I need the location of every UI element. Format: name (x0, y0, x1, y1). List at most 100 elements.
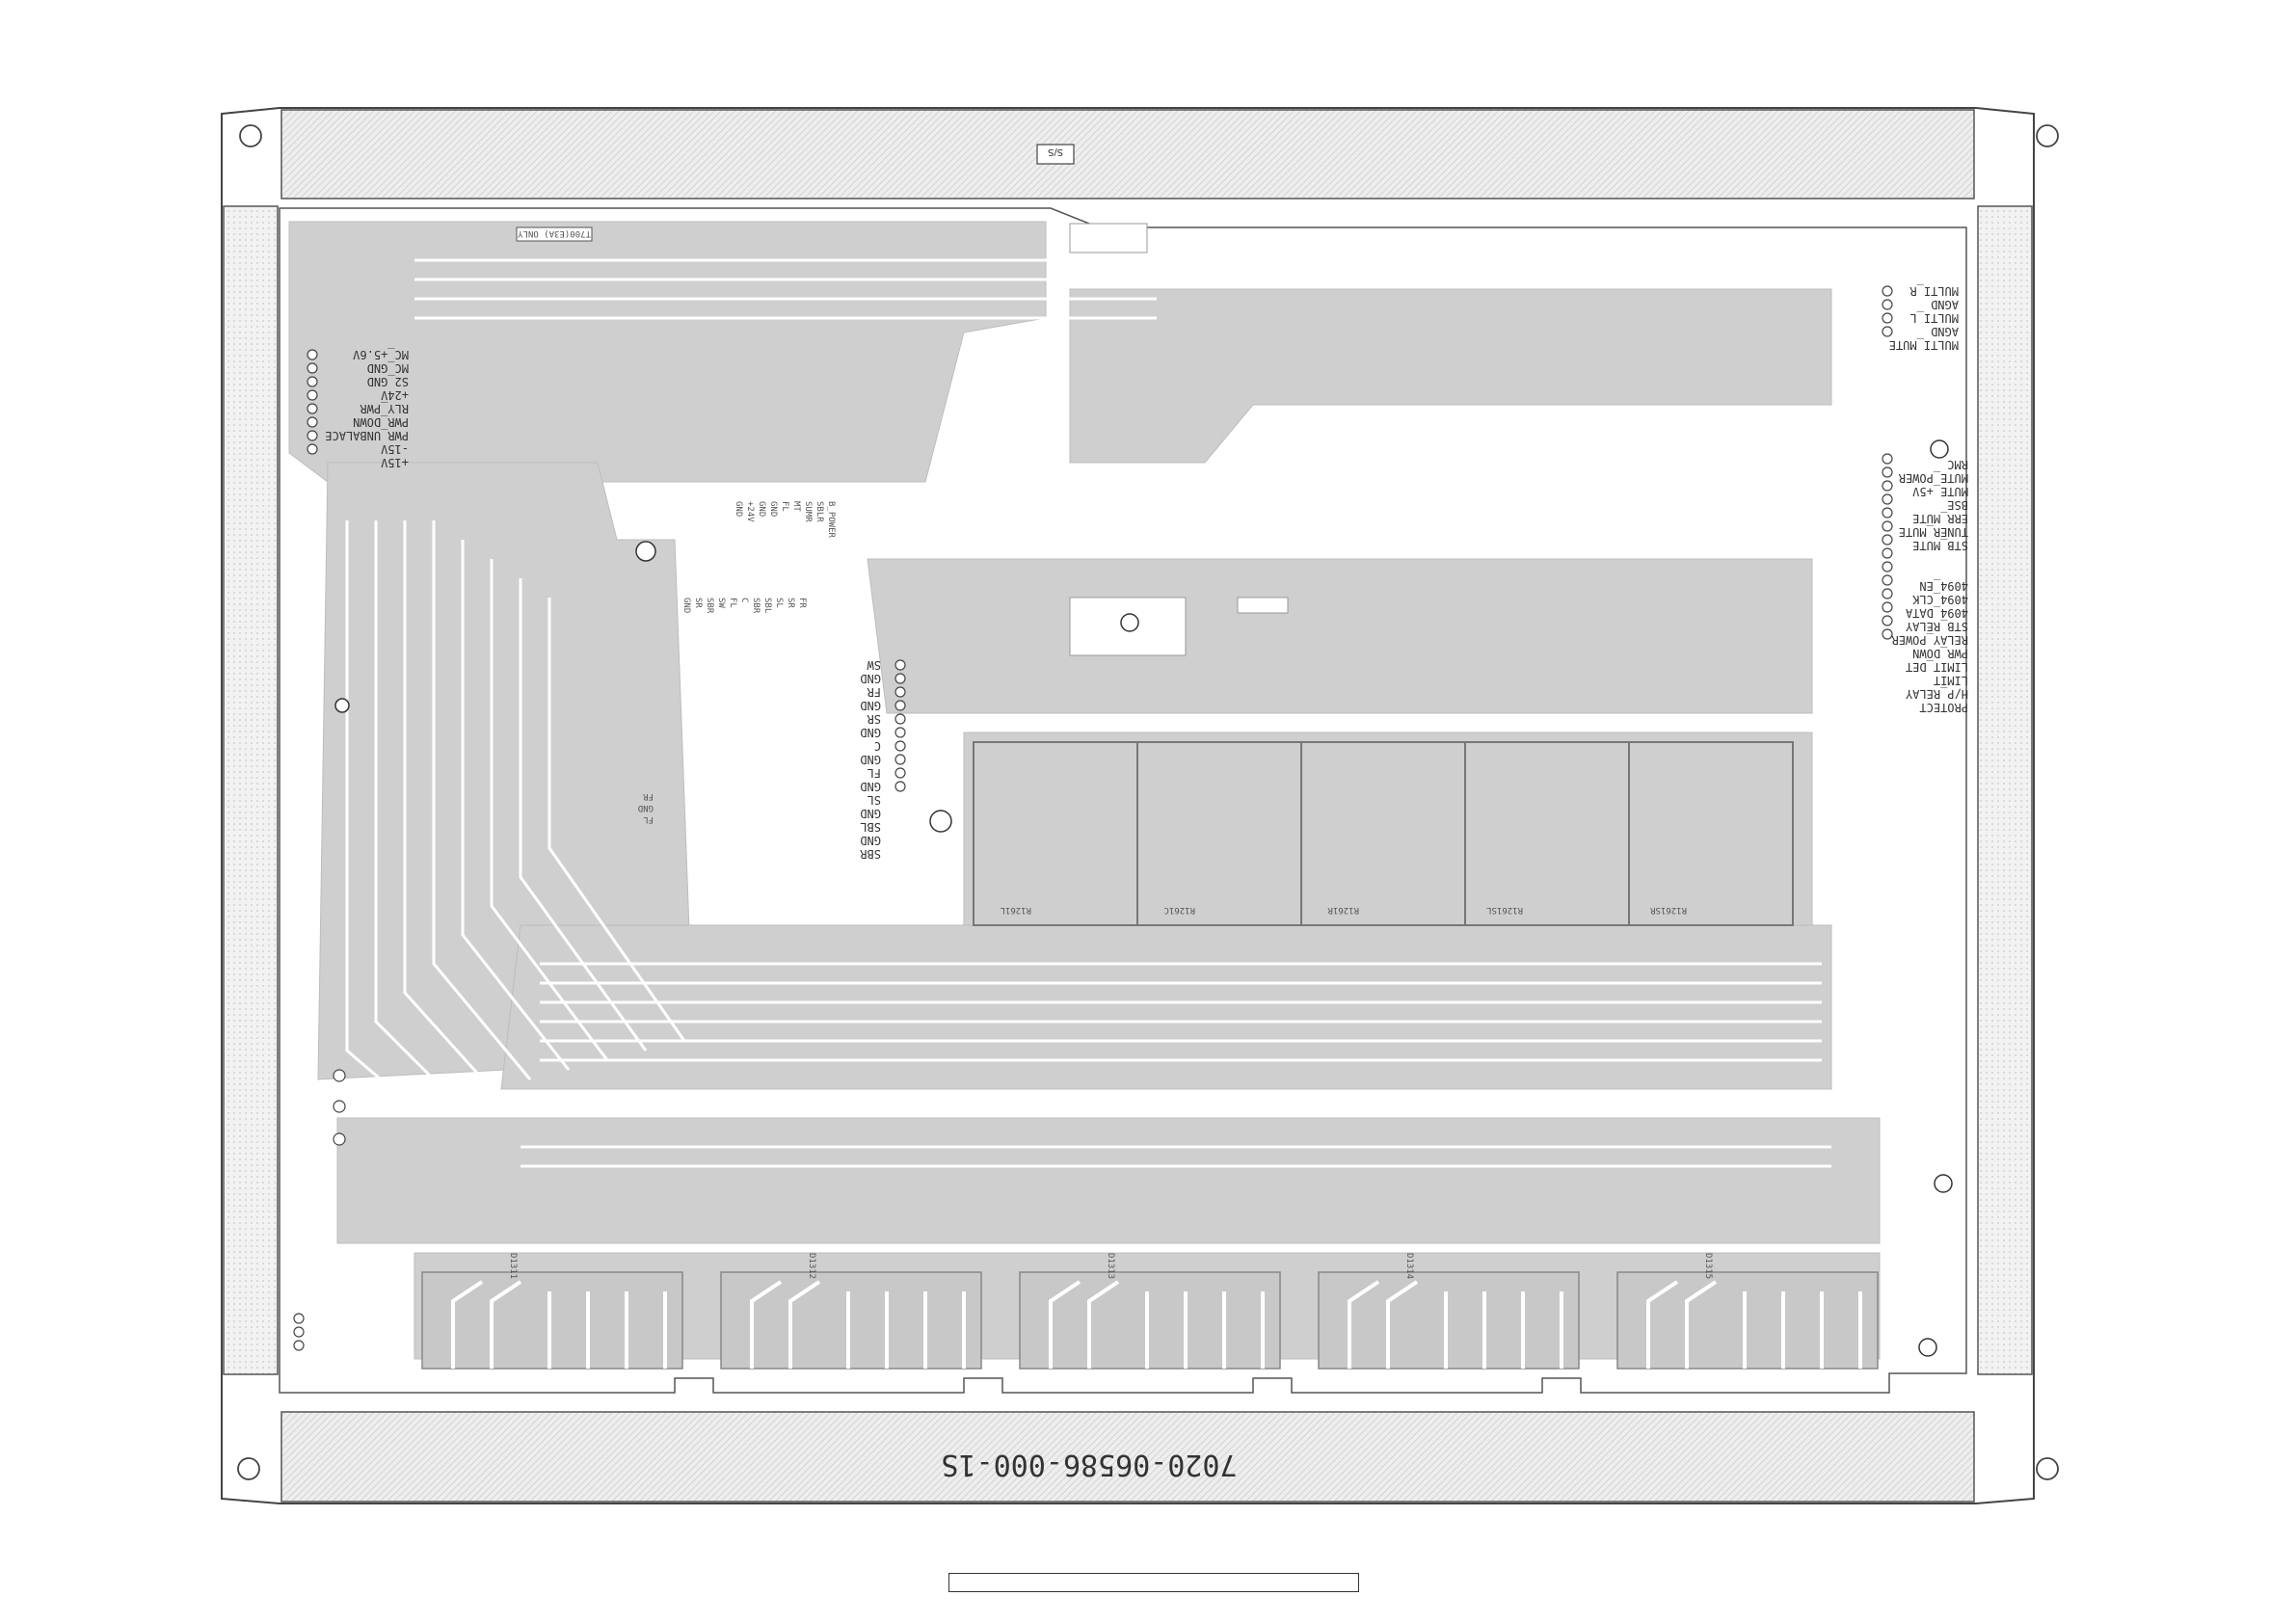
right-mid-labels: 4094_EN 4094_CLK 4094_DATA STB_RELAY REL… (1891, 579, 1968, 714)
ref-out-3: D1313 (1106, 1253, 1115, 1279)
label-ch-c: C (874, 739, 881, 753)
label-um-c: C (739, 598, 749, 602)
label-ch-sbr: SBR (860, 847, 881, 861)
label-24v-top: +24V (745, 501, 755, 522)
left-mid-labels: FR GND FL (638, 791, 654, 824)
label-4094-en: 4094_EN (1919, 579, 1968, 593)
label-err-mute: ERR_MUTE (1912, 512, 1968, 525)
trace-bus-left (345, 520, 686, 1110)
label-ch-fr: FR (867, 685, 881, 699)
label-minus-15v: -15V (381, 442, 409, 456)
pad-columns (293, 285, 1893, 1351)
label-lm-fl: FL (643, 814, 654, 824)
label-agnd-1: AGND (1931, 298, 1959, 311)
output-ref-labels: D1311 D1312 D1313 D1314 D1315 (508, 1253, 1713, 1279)
label-hp-relay: H/P_RELAY (1905, 687, 1968, 701)
label-pwr-down: PWR_DOWN (353, 415, 409, 429)
label-um-sw: SW (716, 598, 726, 608)
trace-bus-horizontal (414, 258, 1831, 1168)
label-limit: LIMIT (1934, 674, 1968, 687)
label-protect: PROTECT (1919, 701, 1968, 714)
label-sumr: SUMR (803, 501, 813, 522)
label-b-power: B_POWER (826, 501, 836, 539)
ref-amp-l: R1261L (1000, 905, 1031, 915)
label-tuner-mute: TUNER_MUTE (1899, 525, 1968, 539)
label-mt: MT (791, 501, 801, 512)
label-rmc: RMC (1947, 458, 1968, 471)
label-um-sbr-2: SBR (705, 598, 714, 614)
silk-tag-box (1036, 144, 1075, 165)
label-limit-det: LIMIT_DET (1906, 660, 1968, 674)
label-um-sbl: SBL (762, 598, 772, 613)
label-stb-relay: STB_RELAY (1905, 620, 1968, 633)
label-multi-r: MULTI_R (1909, 284, 1959, 298)
ref-amp-c: R1261C (1163, 905, 1195, 915)
amp-ref-labels: R1261L R1261C R1261R R1261SL R1261SR (1000, 905, 1687, 915)
label-um-sr: SR (786, 598, 795, 608)
corner-tabs (237, 124, 2059, 1480)
mounting-holes (334, 439, 1953, 1357)
amp-channel-blocks (973, 741, 1794, 926)
label-gnd-top-2: GND (757, 501, 766, 517)
label-ch-sw: SW (867, 658, 881, 672)
output-heatsinks (421, 1271, 1879, 1370)
label-24v: +24V (381, 388, 409, 402)
ref-out-4: D1314 (1404, 1253, 1414, 1279)
label-multi-l: MULTI_L (1909, 311, 1959, 325)
ref-out-5: D1315 (1703, 1253, 1713, 1279)
label-ch-gnd-6: GND (860, 807, 881, 820)
top-center-labels: B_POWER SBLR SUMR MT FL GND GND +24V GND (734, 501, 836, 539)
label-stb-mute: STB_MUTE (1912, 539, 1968, 552)
label-um-fl: FL (728, 598, 737, 608)
label-bse: BSE (1947, 498, 1968, 512)
label-4094-data: 4094_DATA (1905, 606, 1968, 620)
center-channel-labels: SW GND FR GND SR GND C GND FL GND SL GND… (860, 658, 881, 861)
label-ch-sbl: SBL (860, 820, 881, 834)
label-fl-top: FL (780, 501, 789, 512)
label-relay-power: RELAY_POWER (1891, 633, 1968, 647)
only-note: T700(E3A) ONLY (517, 228, 590, 238)
ref-amp-r: R1261R (1327, 905, 1359, 915)
right-top-labels: RMC MUTE_POWER MUTE_+5V BSE ERR_MUTE TUN… (1898, 458, 1968, 552)
top-frame-strip (280, 109, 1975, 200)
label-rly-pwr: RLY_PWR (360, 402, 409, 415)
drawing-caption-box (948, 1573, 1359, 1592)
label-um-gnd: GND (681, 598, 691, 613)
label-mute-5v: MUTE_+5V (1912, 485, 1968, 498)
label-ch-fl: FL (868, 766, 881, 780)
multi-labels: MULTI_R AGND MULTI_L AGND MULTI_MUTE (1889, 284, 1959, 352)
label-plus-15v: +15V (381, 456, 409, 469)
ref-out-1: D1311 (508, 1253, 518, 1279)
ref-out-2: D1312 (807, 1253, 816, 1279)
label-um-sbr: SBR (751, 598, 761, 614)
label-lm-gnd: GND (638, 803, 654, 812)
upper-mid-labels: FR SR SL SBL SBR C FL SW SBR SR GND (681, 598, 807, 614)
label-mc-gnd: MC_GND (367, 361, 409, 375)
label-ch-sr: SR (867, 712, 881, 726)
label-ch-sl: SL (868, 793, 881, 807)
label-sblr: SBLR (814, 501, 824, 522)
label-um-sr-2: SR (693, 598, 703, 608)
label-lm-fr: FR (643, 791, 654, 801)
copper-pours (288, 221, 1881, 1360)
label-mute-power: MUTE_POWER (1898, 471, 1968, 485)
label-ch-gnd-5: GND (860, 780, 881, 793)
label-ch-gnd-1: GND (860, 672, 881, 685)
right-frame-strip (1977, 205, 2033, 1375)
label-um-fr: FR (797, 598, 807, 608)
board-part-number: 7020-06586-000-1S (941, 1448, 1237, 1481)
label-4094-clk: 4094_CLK (1911, 593, 1968, 606)
label-ch-gnd-4: GND (860, 753, 881, 766)
ref-amp-sr: R1261SR (1649, 905, 1687, 915)
label-mc-5v6: MC_+5.6V (353, 348, 409, 361)
label-agnd-2: AGND (1931, 325, 1959, 338)
label-gnd-top-3: GND (734, 501, 743, 517)
label-ch-gnd-2: GND (860, 699, 881, 712)
label-ch-gnd-3: GND (860, 726, 881, 739)
ref-amp-sl: R1261SL (1486, 905, 1523, 915)
label-gnd-top-1: GND (768, 501, 778, 517)
silk-tag: S/S (1048, 146, 1063, 157)
label-um-sl: SL (774, 598, 784, 608)
only-note-box (516, 226, 593, 242)
